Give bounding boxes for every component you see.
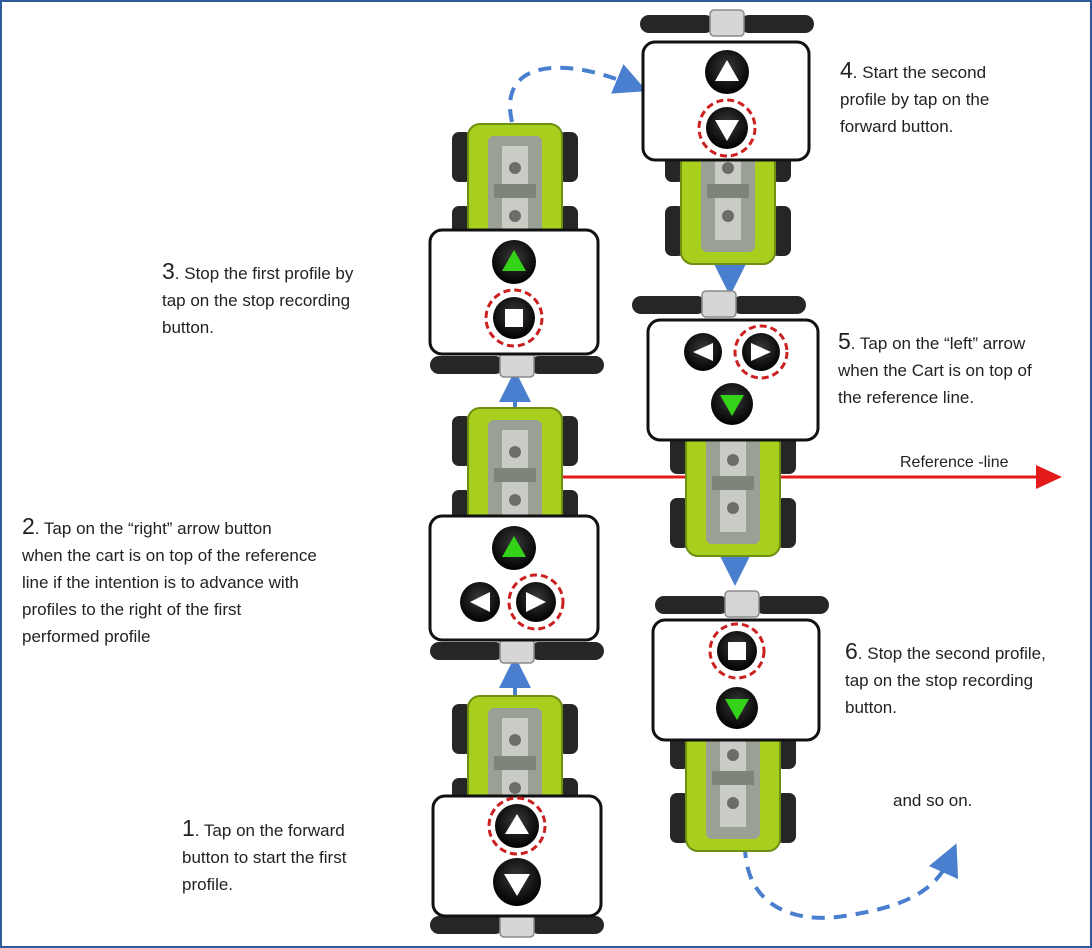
reference-line bbox=[553, 465, 1062, 489]
forward-button[interactable] bbox=[487, 796, 547, 856]
backward-button-active[interactable] bbox=[716, 687, 758, 729]
panel-step4 bbox=[641, 40, 811, 162]
step-6-text: 6. Stop the second profile, tap on the s… bbox=[845, 638, 1090, 721]
step-5-number: 5 bbox=[838, 328, 851, 354]
step-1-description: . Tap on the forward button to start the… bbox=[182, 821, 347, 894]
panel-step3 bbox=[428, 228, 600, 356]
handle-step4 bbox=[639, 9, 815, 37]
panel-step5 bbox=[646, 318, 820, 442]
step-4-description: . Start the second profile by tap on the… bbox=[840, 63, 990, 136]
backward-button[interactable] bbox=[697, 98, 757, 158]
step-1-number: 1 bbox=[182, 815, 195, 841]
stop-recording-button[interactable] bbox=[484, 288, 544, 348]
panel-step1 bbox=[431, 794, 603, 918]
and-so-on-label: and so on. bbox=[893, 791, 973, 810]
step-4-text: 4. Start the second profile by tap on th… bbox=[840, 57, 1070, 140]
step-3-description: . Stop the first profile by tap on the s… bbox=[162, 264, 354, 337]
handle-step6 bbox=[654, 590, 830, 618]
step-6-number: 6 bbox=[845, 638, 858, 664]
dashed-arrow-to-step4 bbox=[508, 64, 647, 123]
step-2-text: 2. Tap on the “right” arrow button when … bbox=[22, 513, 422, 650]
step-4-number: 4 bbox=[840, 57, 853, 83]
step-1-text: 1. Tap on the forward button to start th… bbox=[182, 815, 432, 898]
backward-button-active[interactable] bbox=[711, 383, 753, 425]
reference-line-label: Reference -line bbox=[900, 454, 1009, 471]
step-5-text: 5. Tap on the “left” arrow when the Cart… bbox=[838, 328, 1088, 411]
panel-step6 bbox=[651, 618, 821, 742]
right-arrow-button[interactable] bbox=[733, 324, 789, 380]
panel-step2 bbox=[428, 514, 600, 642]
step-3-number: 3 bbox=[162, 258, 175, 284]
left-arrow-button[interactable] bbox=[684, 333, 722, 371]
forward-button-active[interactable] bbox=[492, 526, 536, 570]
step-6-description: . Stop the second profile, tap on the st… bbox=[845, 644, 1046, 717]
forward-button[interactable] bbox=[705, 50, 749, 94]
step-2-description: . Tap on the “right” arrow button when t… bbox=[22, 519, 317, 646]
step-3-text: 3. Stop the first profile by tap on the … bbox=[162, 258, 422, 341]
left-arrow-button[interactable] bbox=[460, 582, 500, 622]
step-2-number: 2 bbox=[22, 513, 35, 539]
right-arrow-button[interactable] bbox=[507, 573, 565, 631]
step-5-description: . Tap on the “left” arrow when the Cart … bbox=[838, 334, 1032, 407]
handle-step5 bbox=[631, 290, 807, 318]
stop-recording-button[interactable] bbox=[708, 622, 766, 680]
dashed-arrow-and-so-on bbox=[743, 843, 959, 920]
backward-button[interactable] bbox=[493, 858, 541, 906]
forward-button-active[interactable] bbox=[492, 240, 536, 284]
